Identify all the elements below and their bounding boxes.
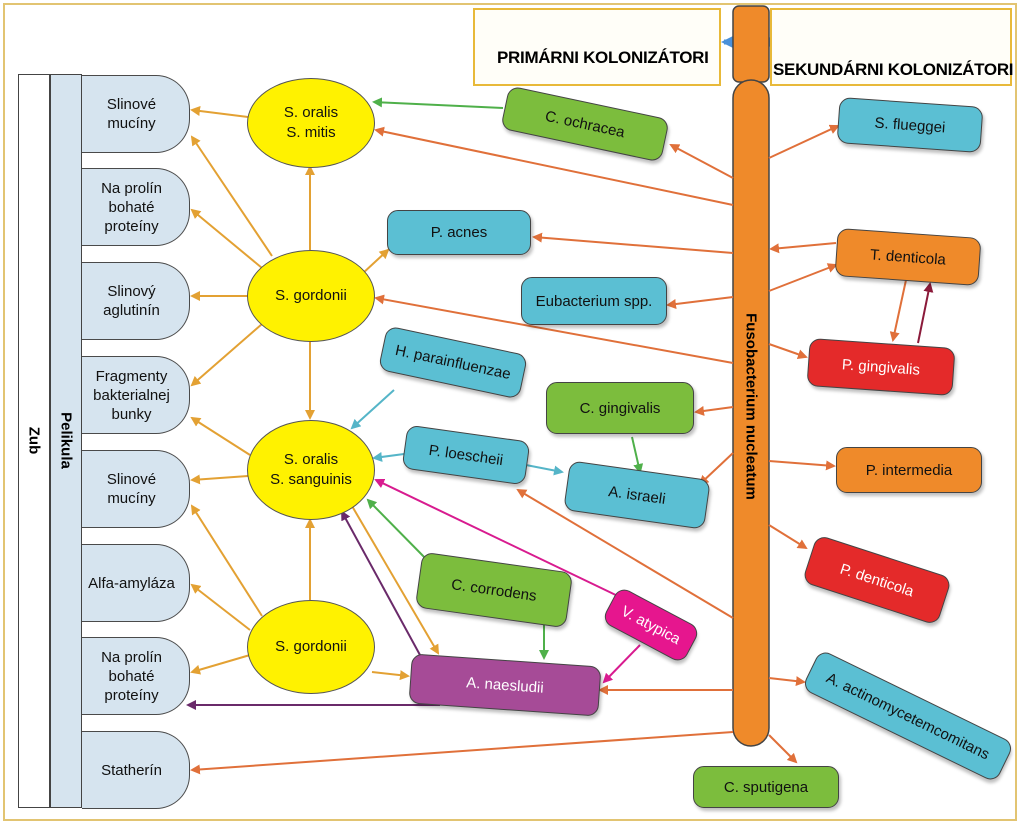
- arrow-e3-r5: [190, 474, 249, 485]
- arrow-fuso-acnes: [532, 232, 734, 254]
- bacterium-node: C. gingivalis: [546, 382, 694, 434]
- arrow-fuso-ochracea: [669, 144, 734, 179]
- arrow-e3-r4: [190, 416, 251, 456]
- legend-primary-box: [473, 8, 721, 86]
- arrow-fuso-cging: [694, 405, 734, 416]
- fusobacterium-label: Fusobacterium nucleatum: [742, 313, 760, 500]
- arrow-fuso-ploes: [516, 488, 734, 619]
- arrow-e4-r5: [190, 504, 263, 617]
- bacterium-node: P. gingivalis: [806, 337, 956, 397]
- arrow-e1-r1: [190, 106, 249, 118]
- arrow-fuso-sflue: [768, 124, 840, 159]
- arrow-fuso-aact: [768, 676, 806, 687]
- diagram-frame: [3, 3, 1017, 821]
- receptor-tab: Alfa-amyláza: [82, 544, 190, 622]
- arrow-fuso-aisr: [698, 452, 734, 486]
- arrow-ploes-aisr: [525, 464, 564, 476]
- arrow-vatyp-naes: [602, 644, 641, 684]
- arrow-ccorr-e3: [366, 498, 433, 566]
- arrow-fuso-csput: [768, 734, 798, 764]
- arrow-fuso-r8: [190, 731, 734, 775]
- bacterium-node: P. intermedia: [836, 447, 982, 493]
- gold-arrows: [190, 106, 440, 681]
- arrow-e4-r7: [190, 654, 251, 675]
- arrow-e2-r2: [190, 208, 263, 269]
- arrow-ochracea-e1: [372, 97, 504, 109]
- purple-arrows: [186, 510, 440, 710]
- tooth-label: Zub: [25, 426, 43, 455]
- arrow-e2-r1: [190, 135, 273, 257]
- fusobacterium-top-cap: [732, 5, 770, 83]
- arrow-naes-e3: [341, 510, 421, 656]
- arrow-e4-r6: [190, 583, 251, 631]
- bacterium-node: Eubacterium spp.: [521, 277, 667, 325]
- legend-secondary-box: [770, 8, 1012, 86]
- orange-arrows: [190, 124, 907, 775]
- arrow-e2-r4: [190, 323, 263, 387]
- arrow-tdent-pging: [889, 279, 907, 342]
- arrow-fuso-pinter: [768, 460, 836, 471]
- legend-secondary-label: SEKUNDÁRNI KOLONIZÁTORI: [773, 60, 1014, 79]
- arrow-ploes-e3: [372, 451, 405, 462]
- arrow-fuso-tdent: [768, 263, 838, 292]
- streptococcus-node: S. oralis S. mitis: [247, 78, 375, 168]
- green-arrows: [366, 97, 644, 660]
- streptococcus-node: S. gordonii: [247, 250, 375, 342]
- tooth-strip: [18, 74, 50, 808]
- bacterium-node: C. sputigena: [693, 766, 839, 808]
- arrow-pging-tdent: [917, 282, 934, 344]
- arrow-fuso-e1: [374, 126, 734, 206]
- arrow-e2-acnes: [361, 248, 390, 275]
- legend-primary-label: PRIMÁRNI KOLONIZÁTORI: [497, 48, 709, 67]
- arrow-hpara-e3: [350, 389, 395, 430]
- pink-arrows: [374, 478, 641, 684]
- arrow-tdent-fuso: [769, 242, 837, 254]
- streptococcus-node: S. gordonii: [247, 600, 375, 694]
- teal-arrows: [350, 389, 564, 476]
- pellicle-strip: [50, 74, 82, 808]
- arrow-fuso-e2: [374, 294, 734, 364]
- arrow-e4-naes: [371, 670, 410, 681]
- streptococcus-node: S. oralis S. sanguinis: [247, 420, 375, 520]
- arrow-cging-aisr: [631, 436, 644, 474]
- bacterium-node: T. denticola: [834, 228, 982, 286]
- arrow-fuso-pdent: [768, 524, 808, 550]
- arrow-fuso-eubact: [666, 296, 734, 309]
- receptor-tab: Statherín: [82, 731, 190, 809]
- pellicle-label: Pelikula: [57, 412, 75, 469]
- arrow-e3-naes: [351, 505, 440, 655]
- arrow-vatyp-e3: [374, 478, 623, 599]
- bacterium-node: P. acnes: [387, 210, 531, 255]
- fusobacterium-column: [732, 79, 770, 747]
- arrow-fuso-pging: [768, 343, 808, 360]
